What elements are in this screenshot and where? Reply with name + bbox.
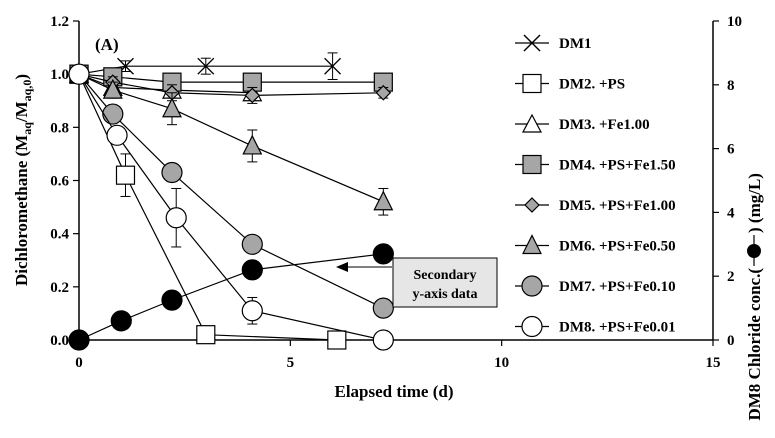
series-9: [68, 243, 394, 351]
secondary-axis-callout: Secondary y-axis data: [336, 257, 498, 308]
data-point: [68, 329, 90, 351]
legend-label: DM2. +PS: [559, 77, 625, 93]
series-7: [68, 63, 394, 319]
y2-tick-label: 2: [727, 269, 735, 285]
data-point: [161, 161, 183, 184]
data-point: [102, 103, 124, 125]
legend-label: DM6. +PS+Fe0.50: [559, 239, 676, 255]
data-point: [372, 243, 394, 265]
y2-label-marker-icon: [747, 244, 761, 258]
legend-marker: [521, 275, 543, 297]
data-point: [106, 124, 128, 146]
y-tick-label: 1.2: [50, 14, 69, 30]
series-line: [78, 73, 384, 309]
x-tick-label: 5: [287, 355, 295, 371]
data-point: [241, 233, 263, 255]
legend-entry: DM5. +PS+Fe1.00: [515, 197, 676, 214]
y-tick-label: 0.6: [50, 174, 69, 190]
legend-marker: [522, 73, 542, 94]
legend-label: DM7. +PS+Fe0.10: [559, 279, 676, 295]
y-tick-label: 0.2: [50, 280, 69, 296]
legend-label: DM3. +Fe1.00: [559, 117, 650, 133]
legend-entry: DM1: [515, 34, 592, 52]
y-tick-label: 0.8: [50, 120, 69, 136]
legend-entry: DM2. +PS: [515, 73, 625, 94]
legend-marker: [521, 315, 543, 338]
y2-axis-label: DM8 Chloride conc.( ) (mg/L): [745, 173, 764, 420]
legend-entry: DM6. +PS+Fe0.50: [515, 234, 676, 255]
data-point: [162, 97, 182, 118]
data-point: [241, 300, 263, 322]
svg-text:) (mg/L): ) (mg/L): [745, 173, 764, 233]
data-point: [373, 190, 394, 211]
data-point: [244, 87, 261, 104]
callout-line2: y-axis data: [413, 287, 478, 302]
legend-entry: DM3. +Fe1.00: [515, 113, 650, 133]
data-point: [372, 329, 394, 351]
data-point: [161, 289, 183, 311]
y2-tick-label: 10: [727, 14, 742, 30]
legend-label: DM4. +PS+Fe1.50: [559, 158, 676, 174]
callout-line1: Secondary: [414, 268, 477, 283]
data-point: [68, 63, 90, 85]
data-point: [241, 259, 263, 281]
legend-label: DM8. +PS+Fe0.01: [559, 320, 676, 336]
data-point: [375, 84, 392, 101]
data-point: [165, 207, 187, 229]
y2-tick-label: 6: [727, 142, 735, 158]
legend-entry: DM8. +PS+Fe0.01: [515, 315, 676, 338]
y2-tick-label: 0: [727, 333, 735, 349]
legend-marker: [523, 34, 541, 52]
data-point: [196, 325, 216, 345]
series-line: [78, 73, 384, 341]
panel-label: (A): [95, 35, 119, 54]
y-axis-label: Dichloromethane (Maq/Maq,0): [12, 74, 34, 286]
y-tick-label: 0.0: [50, 333, 69, 349]
series-layer: [68, 52, 394, 351]
series-line: [78, 65, 333, 75]
x-tick-label: 0: [75, 355, 83, 371]
legend-marker: [522, 113, 542, 133]
series-8: [68, 63, 394, 351]
data-point: [115, 165, 136, 185]
legend-marker: [522, 234, 542, 255]
x-tick-label: 15: [706, 355, 721, 371]
svg-text:DM8 Chloride conc.(: DM8 Chloride conc.(: [745, 268, 764, 421]
series-line: [78, 73, 253, 94]
data-point: [242, 134, 263, 155]
legend-entry: DM7. +PS+Fe0.10: [515, 275, 676, 297]
y2-tick-label: 8: [727, 78, 735, 94]
legend-label: DM5. +PS+Fe1.00: [559, 198, 676, 214]
x-tick-label: 10: [494, 355, 509, 371]
data-point: [102, 78, 123, 99]
tick-layer: 0 5 10 15 0.0 0.2 0.4 0.6 0.8 1.0 1.2 0 2 4 6 8 10: [50, 14, 742, 371]
series-line: [78, 73, 337, 341]
legend-entry: DM4. +PS+Fe1.50: [515, 154, 676, 175]
y-tick-label: 0.4: [50, 227, 69, 243]
callout-box: [392, 257, 498, 308]
data-point: [327, 330, 347, 350]
data-point: [372, 297, 394, 319]
y-tick-label: 1.0: [50, 67, 69, 83]
data-point: [324, 57, 342, 75]
series-line: [78, 73, 384, 83]
data-point: [197, 57, 215, 75]
callout-arrowhead: [336, 262, 348, 272]
data-point: [110, 310, 132, 332]
x-axis-label: Elapsed time (d): [335, 382, 454, 401]
legend-marker: [524, 197, 540, 213]
legend-marker: [522, 154, 542, 175]
legend-label: DM1: [559, 36, 592, 52]
y2-tick-label: 4: [727, 205, 735, 221]
